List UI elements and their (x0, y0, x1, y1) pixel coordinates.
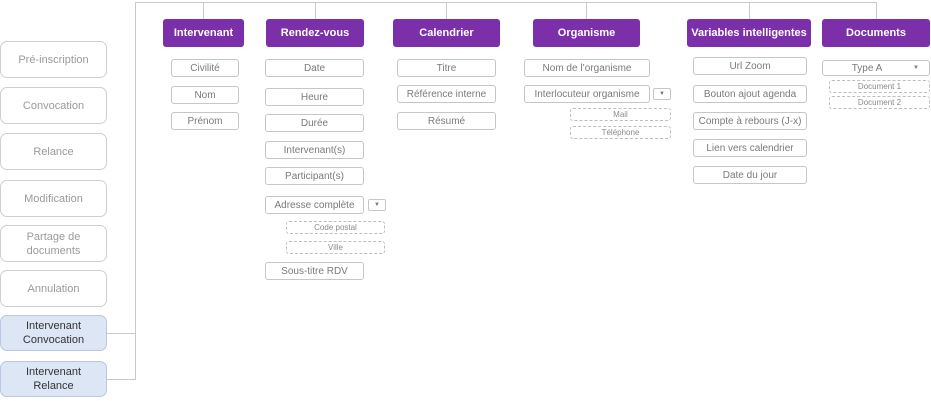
connector-trunk (135, 2, 136, 379)
interlocuteur-expand-dropdown-icon[interactable]: ▼ (653, 88, 671, 100)
subfield-mail[interactable]: Mail (570, 108, 671, 121)
field-intervenants[interactable]: Intervenant(s) (265, 141, 364, 159)
field-url-zoom[interactable]: Url Zoom (693, 57, 807, 75)
field-bouton-ajout-agenda[interactable]: Bouton ajout agenda (693, 85, 807, 103)
field-titre[interactable]: Titre (397, 59, 496, 77)
field-prenom[interactable]: Prénom (171, 112, 239, 130)
field-civilite[interactable]: Civilité (171, 59, 239, 77)
field-duree[interactable]: Durée (265, 114, 364, 132)
category-header-intervenant[interactable]: Intervenant (163, 19, 244, 47)
subfield-ville[interactable]: Ville (286, 241, 385, 254)
menu-item-relance[interactable]: Relance (0, 133, 107, 170)
connector-drop-documents (876, 2, 877, 19)
field-date-du-jour[interactable]: Date du jour (693, 166, 807, 184)
subfield-document-2[interactable]: Document 2 (829, 96, 930, 109)
subfield-telephone[interactable]: Téléphone (570, 126, 671, 139)
subfield-document-1[interactable]: Document 1 (829, 80, 930, 93)
menu-item-intervenant-convocation[interactable]: Intervenant Convocation (0, 315, 107, 351)
document-type-selected: Type A (851, 62, 883, 74)
connector-drop-organisme (586, 2, 587, 19)
field-participants[interactable]: Participant(s) (265, 167, 364, 185)
field-resume[interactable]: Résumé (397, 112, 496, 130)
field-nom[interactable]: Nom (171, 86, 239, 104)
category-header-documents[interactable]: Documents (822, 19, 930, 47)
menu-item-convocation[interactable]: Convocation (0, 87, 107, 124)
category-header-rendez-vous[interactable]: Rendez-vous (266, 19, 364, 47)
subfield-code-postal[interactable]: Code postal (286, 221, 385, 234)
category-header-variables-intelligentes[interactable]: Variables intelligentes (687, 19, 811, 47)
connector-drop-intervenant (203, 2, 204, 19)
connector-item-relance (107, 379, 136, 380)
adresse-expand-dropdown-icon[interactable]: ▼ (368, 199, 386, 211)
connector-drop-calendrier (446, 2, 447, 19)
field-date[interactable]: Date (265, 59, 364, 77)
field-reference-interne[interactable]: Référence interne (397, 85, 496, 103)
connector-drop-rendezvous (315, 2, 316, 19)
connector-drop-variables (749, 2, 750, 19)
connector-top-bar (135, 2, 877, 3)
field-compte-a-rebours[interactable]: Compte à rebours (J-x) (693, 112, 807, 130)
field-interlocuteur-organisme[interactable]: Interlocuteur organisme (524, 85, 650, 103)
menu-item-pre-inscription[interactable]: Pré-inscription (0, 41, 107, 78)
chevron-down-icon: ▼ (913, 65, 919, 71)
field-adresse-complete[interactable]: Adresse complète (265, 196, 364, 214)
field-nom-organisme[interactable]: Nom de l’organisme (524, 59, 650, 77)
field-lien-vers-calendrier[interactable]: Lien vers calendrier (693, 139, 807, 157)
menu-item-modification[interactable]: Modification (0, 180, 107, 217)
category-header-calendrier[interactable]: Calendrier (393, 19, 500, 47)
field-heure[interactable]: Heure (265, 88, 364, 106)
document-type-select[interactable]: Type A ▼ (822, 60, 930, 76)
menu-item-partage-documents[interactable]: Partage de documents (0, 225, 107, 262)
field-sous-titre-rdv[interactable]: Sous-titre RDV (265, 262, 364, 280)
category-header-organisme[interactable]: Organisme (533, 19, 640, 47)
connector-item-convocation (107, 333, 136, 334)
menu-item-annulation[interactable]: Annulation (0, 270, 107, 307)
menu-item-intervenant-relance[interactable]: Intervenant Relance (0, 361, 107, 397)
